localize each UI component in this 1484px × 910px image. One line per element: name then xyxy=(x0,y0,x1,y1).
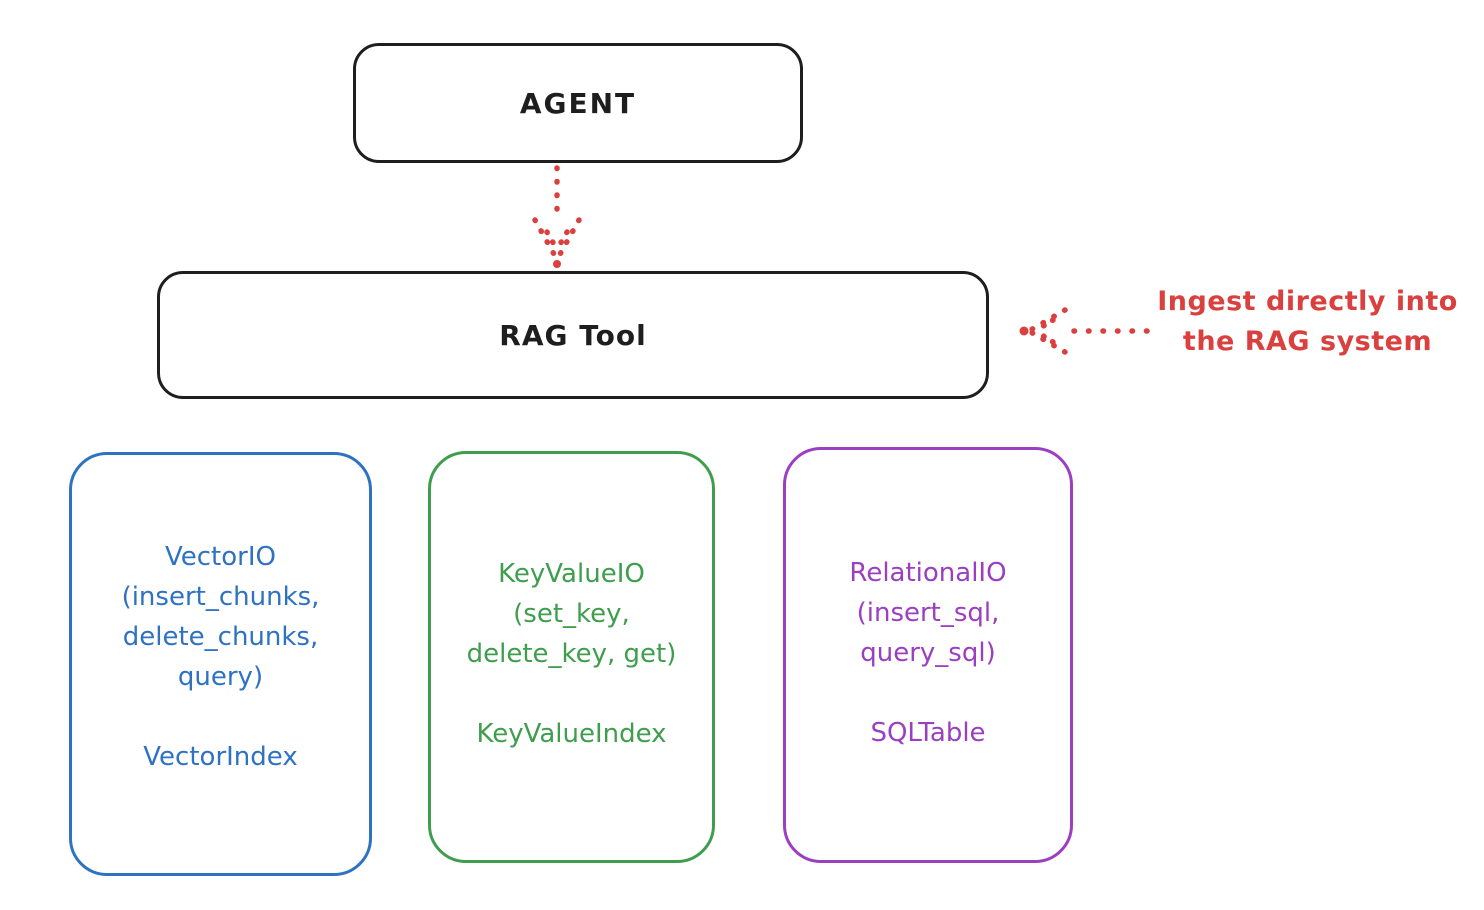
annotation-line-2: the RAG system xyxy=(1182,326,1433,357)
relational-io-box: RelationalIO (insert_sql, query_sql) SQL… xyxy=(783,447,1073,863)
keyvalue-io-title: KeyValueIO xyxy=(498,559,645,589)
annotation-line-1: Ingest directly into xyxy=(1157,286,1458,317)
vector-io-signature: VectorIO (insert_chunks, delete_chunks, … xyxy=(72,537,369,697)
dotted-arrow-left-icon xyxy=(1019,307,1150,355)
keyvalue-index-label: KeyValueIndex xyxy=(476,719,667,749)
relational-io-title: RelationalIO xyxy=(849,558,1007,588)
keyvalue-io-signature: KeyValueIO (set_key, delete_key, get) xyxy=(431,554,712,674)
vector-io-box: VectorIO (insert_chunks, delete_chunks, … xyxy=(69,452,372,876)
agent-label: AGENT xyxy=(519,86,637,120)
vector-io-line: delete_chunks, xyxy=(122,622,319,652)
dotted-arrow-down-icon xyxy=(532,165,582,268)
vector-index-label: VectorIndex xyxy=(143,742,298,772)
keyvalue-io-box: KeyValueIO (set_key, delete_key, get) Ke… xyxy=(428,451,715,863)
relational-io-line: query_sql) xyxy=(860,638,996,668)
vector-io-line: (insert_chunks, xyxy=(121,582,320,612)
sql-table-label: SQLTable xyxy=(870,718,986,748)
vector-io-line: query) xyxy=(177,662,264,692)
relational-io-line: (insert_sql, xyxy=(856,598,1000,628)
keyvalue-io-line: (set_key, xyxy=(513,599,630,629)
keyvalue-io-line: delete_key, get) xyxy=(466,639,677,669)
rag-tool-label: RAG Tool xyxy=(499,318,647,352)
agent-node: AGENT xyxy=(353,43,803,163)
vector-io-title: VectorIO xyxy=(165,542,276,572)
relational-io-signature: RelationalIO (insert_sql, query_sql) xyxy=(786,553,1070,673)
annotation-text: Ingest directly into the RAG system xyxy=(1140,282,1475,362)
rag-tool-node: RAG Tool xyxy=(157,271,989,399)
